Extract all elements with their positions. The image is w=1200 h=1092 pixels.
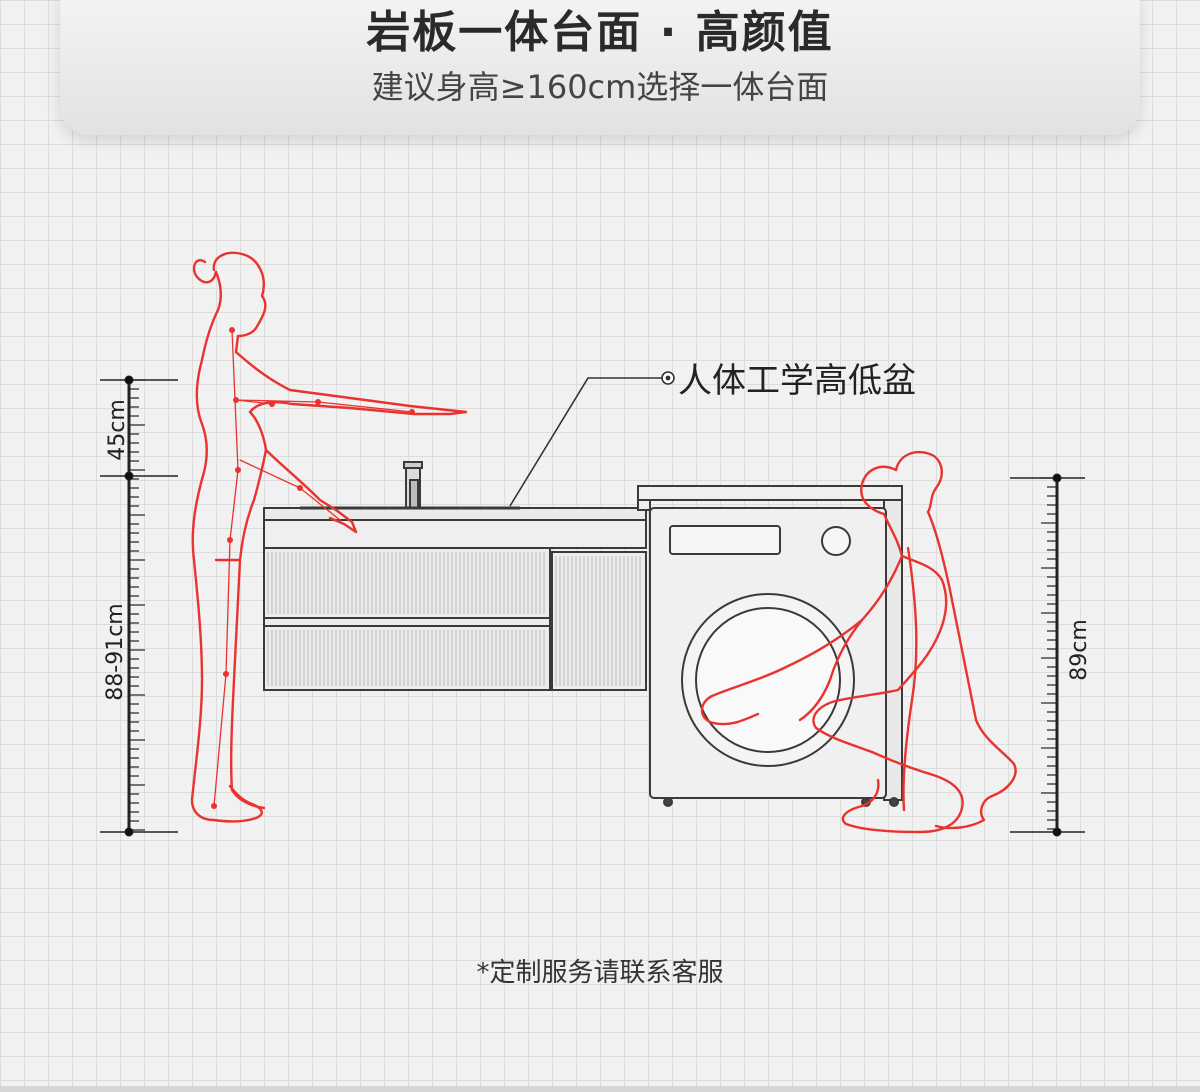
page-subtitle: 建议身高≥160cm选择一体台面: [371, 68, 829, 106]
ergonomic-basin-callout: [509, 371, 675, 507]
bottom-strip: [0, 1086, 1200, 1092]
page-title: 岩板一体台面 · 高颜值: [366, 7, 834, 58]
washer-cabinet: [637, 485, 903, 807]
dimension-label-89cm: 89cm: [1067, 619, 1092, 681]
stone-countertop: [263, 507, 647, 521]
callout-label: 人体工学高低盆: [678, 361, 916, 401]
raised-countertop: [637, 485, 903, 501]
right-dimension-ruler: [1010, 473, 1085, 837]
right-ruler-ticks: [1041, 477, 1057, 830]
washer-display: [669, 525, 781, 555]
faucet: [403, 461, 423, 509]
dimension-label-45cm: 45cm: [105, 399, 130, 461]
standing-figure: [190, 251, 468, 823]
target-icon: [661, 371, 675, 385]
footnote: *定制服务请联系客服: [476, 958, 724, 988]
header-card: 岩板一体台面 · 高颜值 建议身高≥160cm选择一体台面: [60, 0, 1140, 135]
left-ruler-ticks: [129, 379, 145, 831]
dimension-label-88-91cm: 88-91cm: [103, 603, 128, 700]
washer-knob: [821, 526, 851, 556]
vanity-cabinet: [263, 461, 647, 691]
left-dimension-ruler: [100, 375, 178, 837]
crouching-figure: [700, 450, 1017, 834]
